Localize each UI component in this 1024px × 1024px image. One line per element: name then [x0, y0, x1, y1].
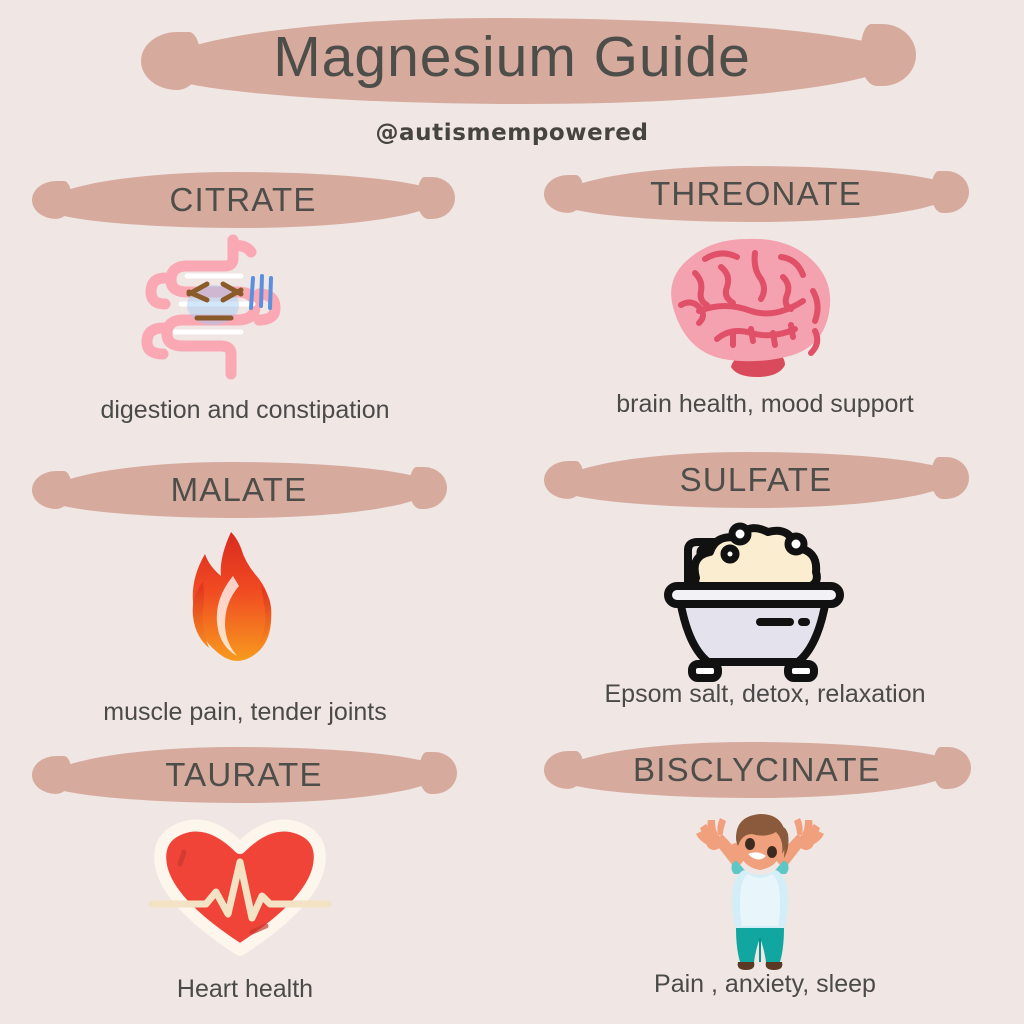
section-caption-malate: muscle pain, tender joints [103, 698, 387, 726]
section-brush-threonate [544, 166, 969, 222]
happy-child-icon [690, 812, 830, 972]
section-brush-citrate [32, 172, 455, 228]
section-caption-sulfate: Epsom salt, detox, relaxation [604, 680, 926, 708]
section-brush-sulfate [544, 452, 969, 508]
section-caption-bisclycinate: Pain , anxiety, sleep [654, 970, 876, 998]
brain-icon [655, 233, 845, 378]
flame-icon [175, 530, 285, 675]
section-caption-citrate: digestion and constipation [100, 396, 390, 424]
heart-pulse-icon [148, 818, 333, 958]
section-title-bisclycinate: BISCLYCINATE [633, 751, 881, 788]
section-title-taurate: TAURATE [165, 756, 323, 793]
section-caption-threonate: brain health, mood support [616, 390, 914, 418]
section-title-malate: MALATE [170, 471, 308, 508]
section-brush-taurate [32, 747, 457, 803]
section-title-sulfate: SULFATE [679, 461, 833, 498]
section-title-citrate: CITRATE [169, 181, 317, 218]
section-title-threonate: THREONATE [650, 175, 862, 212]
title-brush-stroke [141, 18, 916, 104]
page-title: Magnesium Guide [273, 25, 751, 89]
section-brush-bisclycinate [544, 742, 971, 798]
bathtub-icon [660, 522, 855, 682]
intestine-icon [135, 232, 295, 382]
section-brush-malate [32, 462, 447, 518]
section-caption-taurate: Heart health [176, 975, 314, 1003]
social-handle: @autismempowered [375, 120, 649, 146]
